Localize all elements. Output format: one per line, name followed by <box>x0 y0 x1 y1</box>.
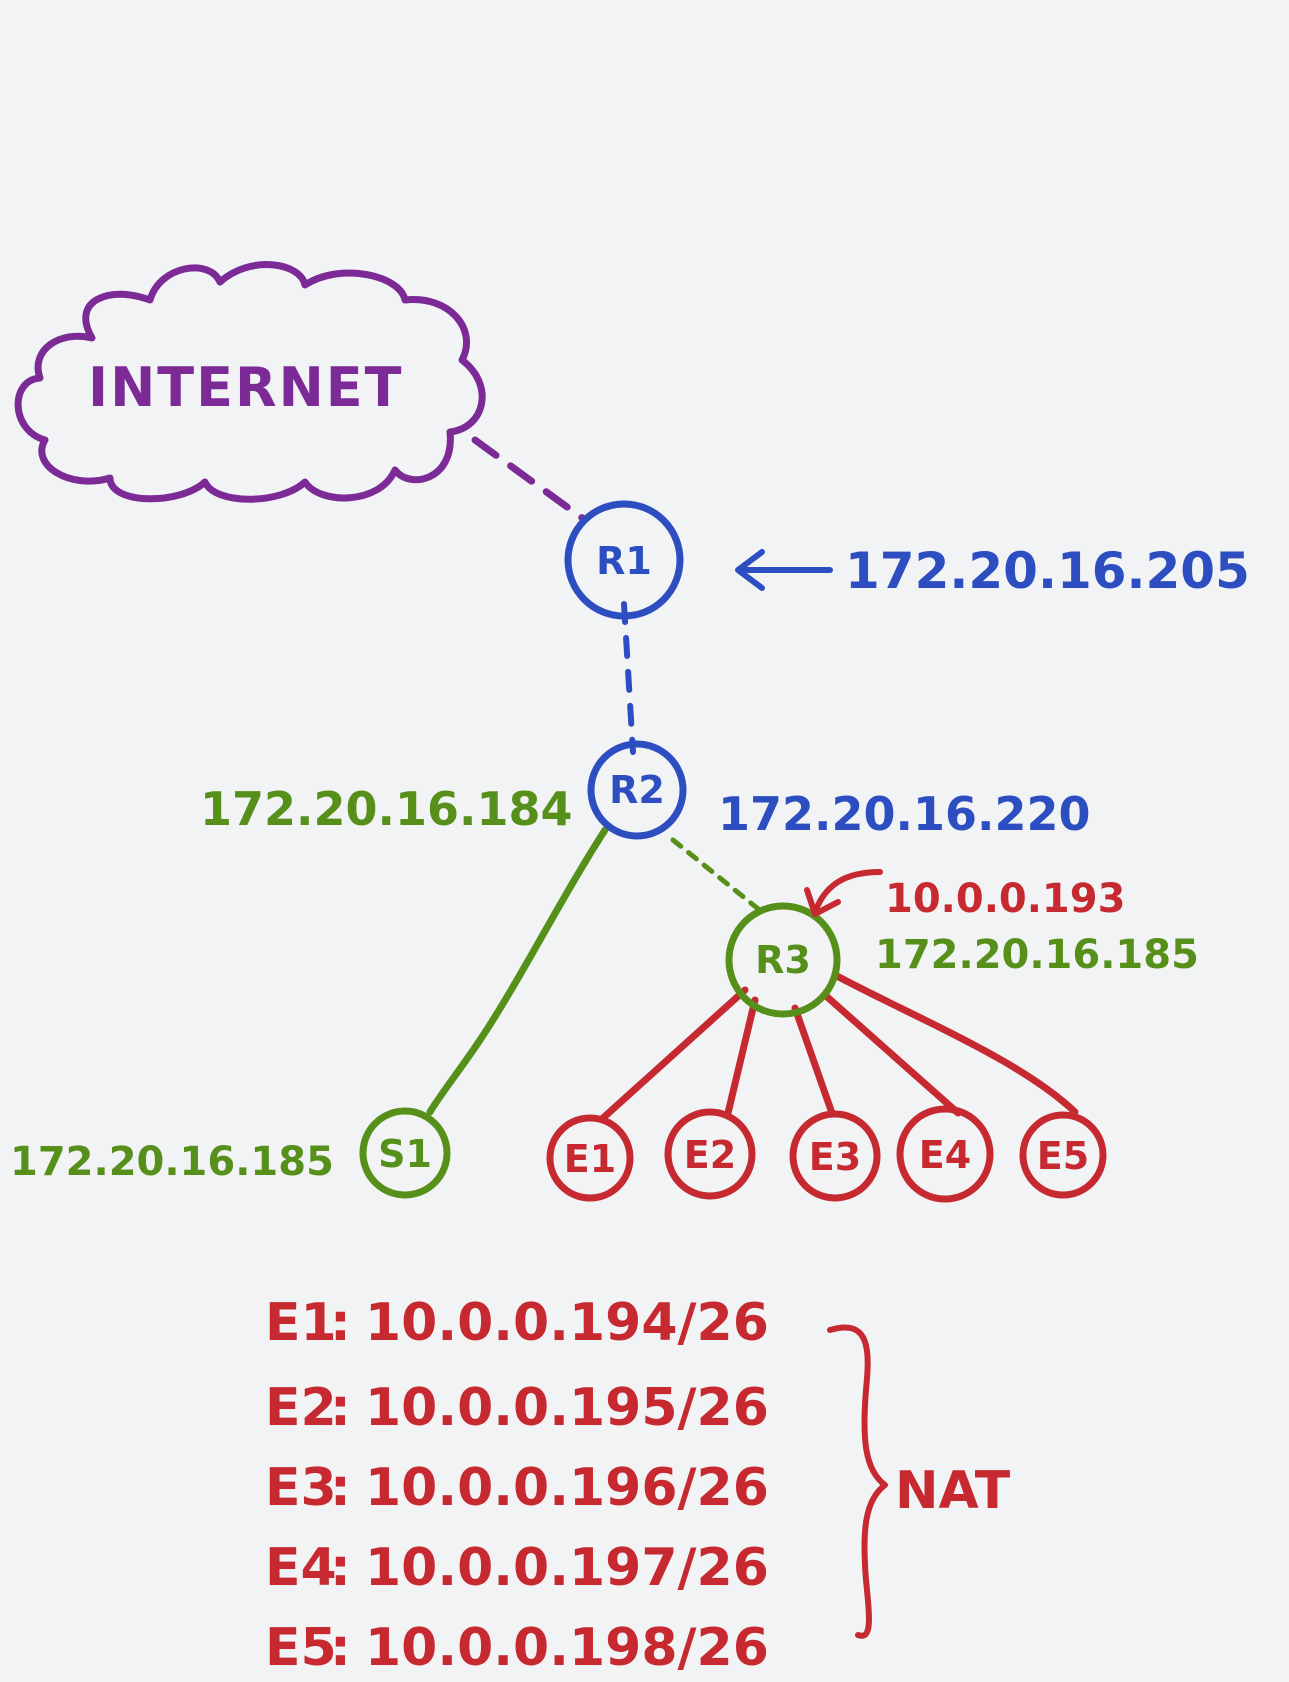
e4-circle <box>896 1105 994 1203</box>
internet-cloud: INTERNET <box>14 261 486 503</box>
endpoint-e3: E3 <box>789 1110 881 1202</box>
r2-left-ip-label: 172.20.16.184 <box>200 782 573 836</box>
nat-brace <box>827 1324 888 1639</box>
endpoint-e5: E5 <box>1019 1111 1107 1199</box>
endpoint-e4: E4 <box>896 1105 994 1203</box>
r1-ip-label: 172.20.16.205 <box>845 542 1250 600</box>
r3-label: R3 <box>755 938 811 982</box>
r2-right-ip-label: 172.20.16.220 <box>718 787 1091 841</box>
list-item-name: E3 <box>265 1458 337 1518</box>
s1-circle <box>359 1107 451 1199</box>
cloud-outline <box>14 261 486 503</box>
r3-outer-ip-label: 172.20.16.185 <box>875 932 1199 978</box>
list-item-address: 10.0.0.195/26 <box>365 1378 769 1438</box>
s1-label: S1 <box>378 1132 432 1176</box>
link-r3-e4 <box>821 991 962 1117</box>
e2-label: E2 <box>684 1133 736 1177</box>
link-r2-s1 <box>426 826 609 1116</box>
e2-circle <box>664 1108 756 1200</box>
list-item-name: E5 <box>265 1618 337 1678</box>
e4-label: E4 <box>919 1133 971 1177</box>
curved-arrow <box>812 869 883 915</box>
r3-inner-pointer <box>804 869 883 917</box>
endpoint-e2: E2 <box>664 1108 756 1200</box>
r1-circle <box>564 500 684 620</box>
r2-circle <box>587 740 687 840</box>
svg-text::: : <box>330 1538 351 1598</box>
list-item-name: E2 <box>265 1378 337 1438</box>
list-item: E2 : 10.0.0.195/26 <box>265 1378 769 1438</box>
list-item-address: 10.0.0.197/26 <box>365 1538 769 1598</box>
list-item-address: 10.0.0.196/26 <box>365 1458 769 1518</box>
e5-circle <box>1019 1111 1107 1199</box>
r3-circle <box>725 902 841 1018</box>
server-s1: S1 <box>359 1107 451 1199</box>
link-r1-r2 <box>621 601 636 755</box>
svg-text::: : <box>330 1618 351 1678</box>
svg-text::: : <box>330 1458 351 1518</box>
curved-arrow-head <box>804 887 841 917</box>
router-r1: R1 <box>564 500 684 620</box>
list-item-name: E4 <box>265 1538 337 1598</box>
nat-label: NAT <box>895 1461 1011 1521</box>
e3-circle <box>789 1110 881 1202</box>
link-internet-r1 <box>471 436 589 524</box>
list-item: E4 : 10.0.0.197/26 <box>265 1538 769 1598</box>
s1-ip-label: 172.20.16.185 <box>10 1139 334 1185</box>
router-r2: R2 <box>587 740 687 840</box>
list-item-address: 10.0.0.194/26 <box>365 1293 769 1353</box>
link-r3-e5 <box>831 971 1079 1116</box>
list-item: E5 : 10.0.0.198/26 <box>265 1618 769 1678</box>
list-item: E1 : 10.0.0.194/26 <box>265 1293 769 1353</box>
svg-text::: : <box>330 1293 351 1353</box>
list-item: E3 : 10.0.0.196/26 <box>265 1458 769 1518</box>
e3-label: E3 <box>809 1135 861 1179</box>
endpoint-address-list: E1 : 10.0.0.194/26 E2 : 10.0.0.195/26 E3… <box>265 1293 769 1678</box>
r1-address-pointer <box>735 549 833 591</box>
link-r2-r3 <box>670 837 765 915</box>
r3-inner-ip-label: 10.0.0.193 <box>885 876 1125 922</box>
internet-label: INTERNET <box>88 356 404 419</box>
r1-label: R1 <box>596 539 652 583</box>
list-item-address: 10.0.0.198/26 <box>365 1618 769 1678</box>
link-r3-e1 <box>599 986 749 1122</box>
e1-circle <box>546 1114 634 1202</box>
link-r3-e3 <box>791 1004 836 1117</box>
link-r3-e2 <box>724 996 759 1117</box>
e1-label: E1 <box>564 1137 616 1181</box>
e5-label: E5 <box>1037 1134 1089 1178</box>
list-item-name: E1 <box>265 1293 337 1353</box>
arrow-head <box>735 549 765 591</box>
endpoint-e1: E1 <box>546 1114 634 1202</box>
svg-text::: : <box>330 1378 351 1438</box>
r2-label: R2 <box>609 768 665 812</box>
router-r3: R3 <box>725 902 841 1018</box>
